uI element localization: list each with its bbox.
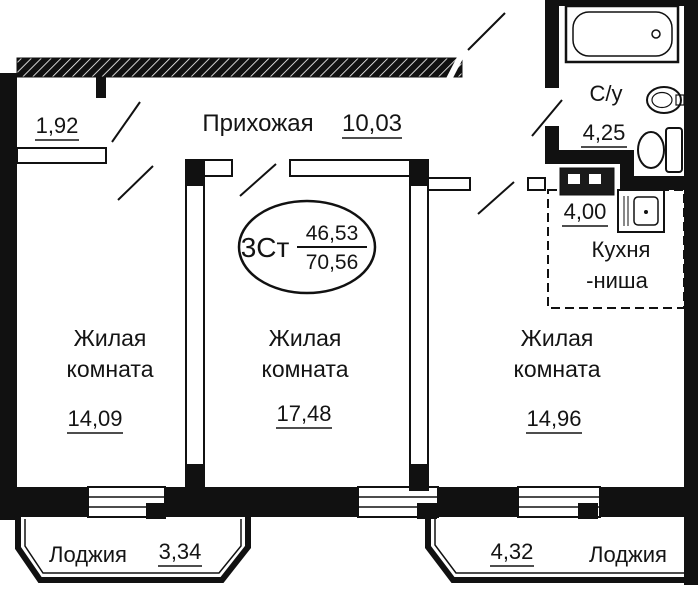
wall-room1-room2-cap-top xyxy=(186,160,204,186)
wall-room3-top-right xyxy=(527,177,546,191)
entry-hall-label: Прихожая xyxy=(202,110,313,137)
bathtub-icon xyxy=(564,4,680,64)
kitchen-niche-boundary xyxy=(547,189,685,309)
apartment-type-label: 3Ст xyxy=(241,232,290,263)
room3-door-swing xyxy=(477,181,515,215)
room2-label-line1: Жилая xyxy=(269,325,342,351)
wall-bathroom-bottom-left xyxy=(545,150,634,164)
closet-area-value: 1,92 xyxy=(36,113,79,138)
labels: 1,92 Прихожая 10,03 С/у 4,25 4,00 Кухня … xyxy=(36,81,667,567)
wall-top-right-thin xyxy=(559,0,698,6)
room1-label-line1: Жилая xyxy=(74,325,147,351)
room3-label-line1: Жилая xyxy=(521,325,594,351)
bottom-wall xyxy=(17,486,684,519)
wall-room1-room2 xyxy=(185,159,205,491)
living-area-value: 46,53 xyxy=(306,222,359,245)
loggia-left-area-value: 3,34 xyxy=(159,539,202,564)
stove-icon xyxy=(559,167,615,196)
bathroom-label: С/у xyxy=(590,81,623,106)
wall-room2-top-left xyxy=(203,159,233,177)
room2-door-swing xyxy=(239,163,277,197)
entry-hall-area-value: 10,03 xyxy=(342,110,402,137)
kitchen-sink-icon xyxy=(617,189,665,233)
loggia-outlines xyxy=(15,517,694,583)
wall-bathroom-left-upper xyxy=(545,0,559,88)
kitchen-area-value: 4,00 xyxy=(564,199,607,224)
bathroom-door-swing xyxy=(531,99,563,137)
wall-break-mark xyxy=(444,50,466,85)
bathroom-area-value: 4,25 xyxy=(583,120,626,145)
room3-label-line2: комната xyxy=(514,356,601,382)
room2-area-value: 17,48 xyxy=(276,401,331,426)
loggia-left-inner-rail xyxy=(24,519,242,574)
wall-bathroom-bottom-right xyxy=(620,176,698,190)
toilet-icon xyxy=(637,127,683,173)
kitchen-label-line1: Кухня xyxy=(592,237,651,262)
loggia-right-inner-rail xyxy=(434,519,684,574)
loggia-left-outline xyxy=(15,517,251,583)
wall-room2-room3 xyxy=(409,159,429,491)
outer-walls xyxy=(0,0,698,585)
balcony-door-sill-right xyxy=(578,503,598,519)
room1-area-value: 14,09 xyxy=(67,406,122,431)
window-left-room xyxy=(87,486,166,518)
door-swings xyxy=(111,12,563,215)
room2-label-line2: комната xyxy=(262,356,349,382)
bathroom-sink-icon xyxy=(646,86,685,114)
room3-area-value: 14,96 xyxy=(526,406,581,431)
wall-closet-jamb xyxy=(96,77,106,98)
wall-left xyxy=(0,73,17,520)
loggia-right-label: Лоджия xyxy=(589,542,667,567)
room1-label-line2: комната xyxy=(67,356,154,382)
balcony-door-sill-middle xyxy=(417,503,437,519)
closet-door-swing xyxy=(111,101,141,143)
loggia-right-area-value: 4,32 xyxy=(491,539,534,564)
total-area-value: 70,56 xyxy=(306,251,359,274)
wall-right xyxy=(684,0,698,585)
wall-below-closet xyxy=(16,147,107,164)
wall-room2-room3-cap-top xyxy=(410,160,428,186)
wall-room2-room3-cap-bottom xyxy=(410,464,428,490)
loggia-right-outline xyxy=(425,517,694,583)
loggia-left-label: Лоджия xyxy=(49,542,127,567)
apartment-stamp: 3Ст 46,53 70,56 xyxy=(237,199,377,295)
wall-top xyxy=(16,57,463,78)
room1-door-swing xyxy=(117,165,154,201)
interior-walls xyxy=(16,147,546,491)
wall-room1-room2-cap-bottom xyxy=(186,464,204,490)
entrance-door-swing xyxy=(467,12,506,51)
wall-room2-top-right xyxy=(289,159,411,177)
balcony-door-sill-left xyxy=(146,503,166,519)
kitchen-label-line2: -ниша xyxy=(586,268,648,293)
area-underlines xyxy=(35,137,627,567)
wall-room3-top-left xyxy=(427,177,471,191)
